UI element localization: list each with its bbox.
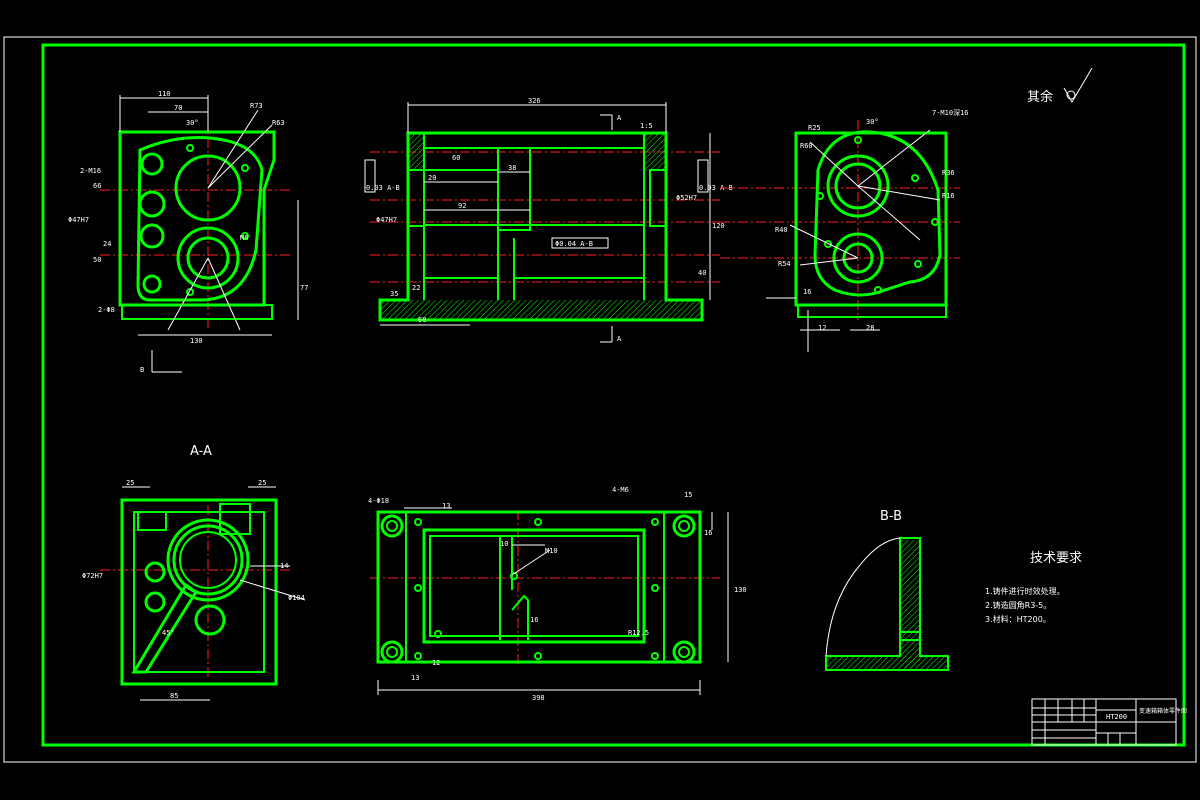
right-dim-r40: R40	[775, 226, 788, 234]
front-dim-24: 24	[103, 240, 111, 248]
right-dim-r36: R36	[942, 169, 955, 177]
side-dim-d47: Φ47H7	[376, 216, 397, 224]
front-dim-phi47: Φ47H7	[68, 216, 89, 224]
section-aa-title: A-A	[190, 444, 212, 459]
top-dim-m10: M10	[545, 547, 558, 555]
top-dim-15: 15	[684, 491, 692, 499]
front-dim-77: 77	[300, 284, 308, 292]
right-dim-r25: R25	[808, 124, 821, 132]
front-dim-70: 70	[174, 104, 182, 112]
top-dim-16: 16	[704, 529, 712, 537]
right-dim-12: 12	[818, 324, 826, 332]
side-dim-92: 92	[458, 202, 466, 210]
side-tol-right: 0.03 A-B	[699, 184, 733, 192]
front-dim-66: 66	[93, 182, 101, 190]
section-mark-b: B	[140, 366, 144, 374]
front-dim-130: 130	[190, 337, 203, 345]
inner-frame	[41, 43, 1186, 747]
top-dim-130: 130	[734, 586, 747, 594]
side-tol-left: 0.03 A-B	[366, 184, 400, 192]
tech-requirements: 技术要求 1.铸件进行时效处理。 2.铸造圆角R3-5。 3.材料：HT200。	[985, 551, 1082, 624]
side-dim-120: 120	[712, 222, 725, 230]
side-dim-h60: 60	[418, 316, 426, 324]
top-dim-m6: 4-M6	[612, 486, 629, 494]
tech-item-1: 1.铸件进行时效处理。	[985, 586, 1065, 596]
top-dim-13b: 13	[411, 674, 419, 682]
section-aa: A-A 25 25 14 85 Φ104 Φ72H7 45°	[82, 444, 306, 701]
roughness-label: 其余	[1027, 89, 1053, 105]
top-dim-16b: 16	[530, 616, 538, 624]
aa-dim-45: 45°	[162, 629, 175, 637]
front-dim-50: 50	[93, 256, 101, 264]
side-tol-center: Φ0.04 A-B	[555, 240, 593, 248]
right-dim-28: 28	[866, 324, 874, 332]
side-dim-d52: Φ52H7	[676, 194, 697, 202]
right-view: R60 R25 R40 R54 R36 R16 30° 7-M10深16 16 …	[720, 108, 969, 352]
front-dim-m16: 2-M16	[80, 167, 101, 175]
side-dim-326: 326	[528, 97, 541, 105]
top-dim-phi18: 4-Φ18	[368, 497, 389, 505]
front-dim-angle: 30°	[186, 119, 199, 127]
tech-title: 技术要求	[1030, 551, 1082, 566]
right-dim-angle: 30°	[866, 118, 879, 126]
top-dim-12: 12	[432, 659, 440, 667]
aa-dim-phi104: Φ104	[288, 594, 305, 602]
right-dim-r60: R60	[800, 142, 813, 150]
top-dim-r12: R12.5	[628, 629, 649, 637]
right-dim-16: 16	[803, 288, 811, 296]
side-dim-40: 40	[698, 269, 706, 277]
front-view: 110 70 130 77 50 24 66 30° Φ47H7 R73 R63…	[68, 90, 308, 374]
section-mark-a-top: A	[617, 114, 622, 122]
front-dim-r63: R63	[272, 119, 285, 127]
front-dim-r73: R73	[250, 102, 263, 110]
right-dim-holes: 7-M10深16	[932, 108, 969, 117]
top-dim-13a: 13	[442, 502, 450, 510]
aa-dim-phi72: Φ72H7	[82, 572, 103, 580]
roughness-note: 其余	[1027, 67, 1093, 105]
outer-frame	[3, 36, 1197, 763]
side-dim-20: 20	[428, 174, 436, 182]
title-name: 变速箱箱体零件图	[1139, 707, 1187, 715]
front-dim-110: 110	[158, 90, 171, 98]
side-dim-35: 35	[390, 290, 398, 298]
title-material: HT200	[1106, 713, 1127, 721]
side-view: 326 20 92 38 35 60 22 40 120 60 Φ47H7 Φ5…	[364, 97, 733, 343]
front-dim-phi8: 2-Φ8	[98, 306, 115, 314]
side-dim-60: 60	[452, 154, 460, 162]
right-dim-r16: R16	[942, 192, 955, 200]
tech-item-3: 3.材料：HT200。	[985, 614, 1051, 624]
aa-dim-14: 14	[280, 562, 288, 570]
top-view: 398 130 13 13 16 15 12 10 M10 4-Φ18 4-M6…	[368, 486, 747, 702]
aa-dim-25a: 25	[126, 479, 134, 487]
aa-dim-85: 85	[170, 692, 178, 700]
section-bb: B-B	[825, 509, 949, 671]
side-dim-22: 22	[412, 284, 420, 292]
section-mark-a-bottom: A	[617, 335, 622, 343]
aa-dim-25b: 25	[258, 479, 266, 487]
side-dim-38: 38	[508, 164, 516, 172]
front-dim-m6: M6	[240, 234, 248, 242]
tech-item-2: 2.铸造圆角R3-5。	[985, 600, 1051, 610]
top-dim-398: 398	[532, 694, 545, 702]
top-dim-10: 10	[500, 540, 508, 548]
side-dim-taper: 1:5	[640, 122, 653, 130]
right-dim-r54: R54	[778, 260, 791, 268]
title-block: HT200 变速箱箱体零件图	[1031, 698, 1187, 746]
section-bb-title: B-B	[880, 509, 902, 524]
